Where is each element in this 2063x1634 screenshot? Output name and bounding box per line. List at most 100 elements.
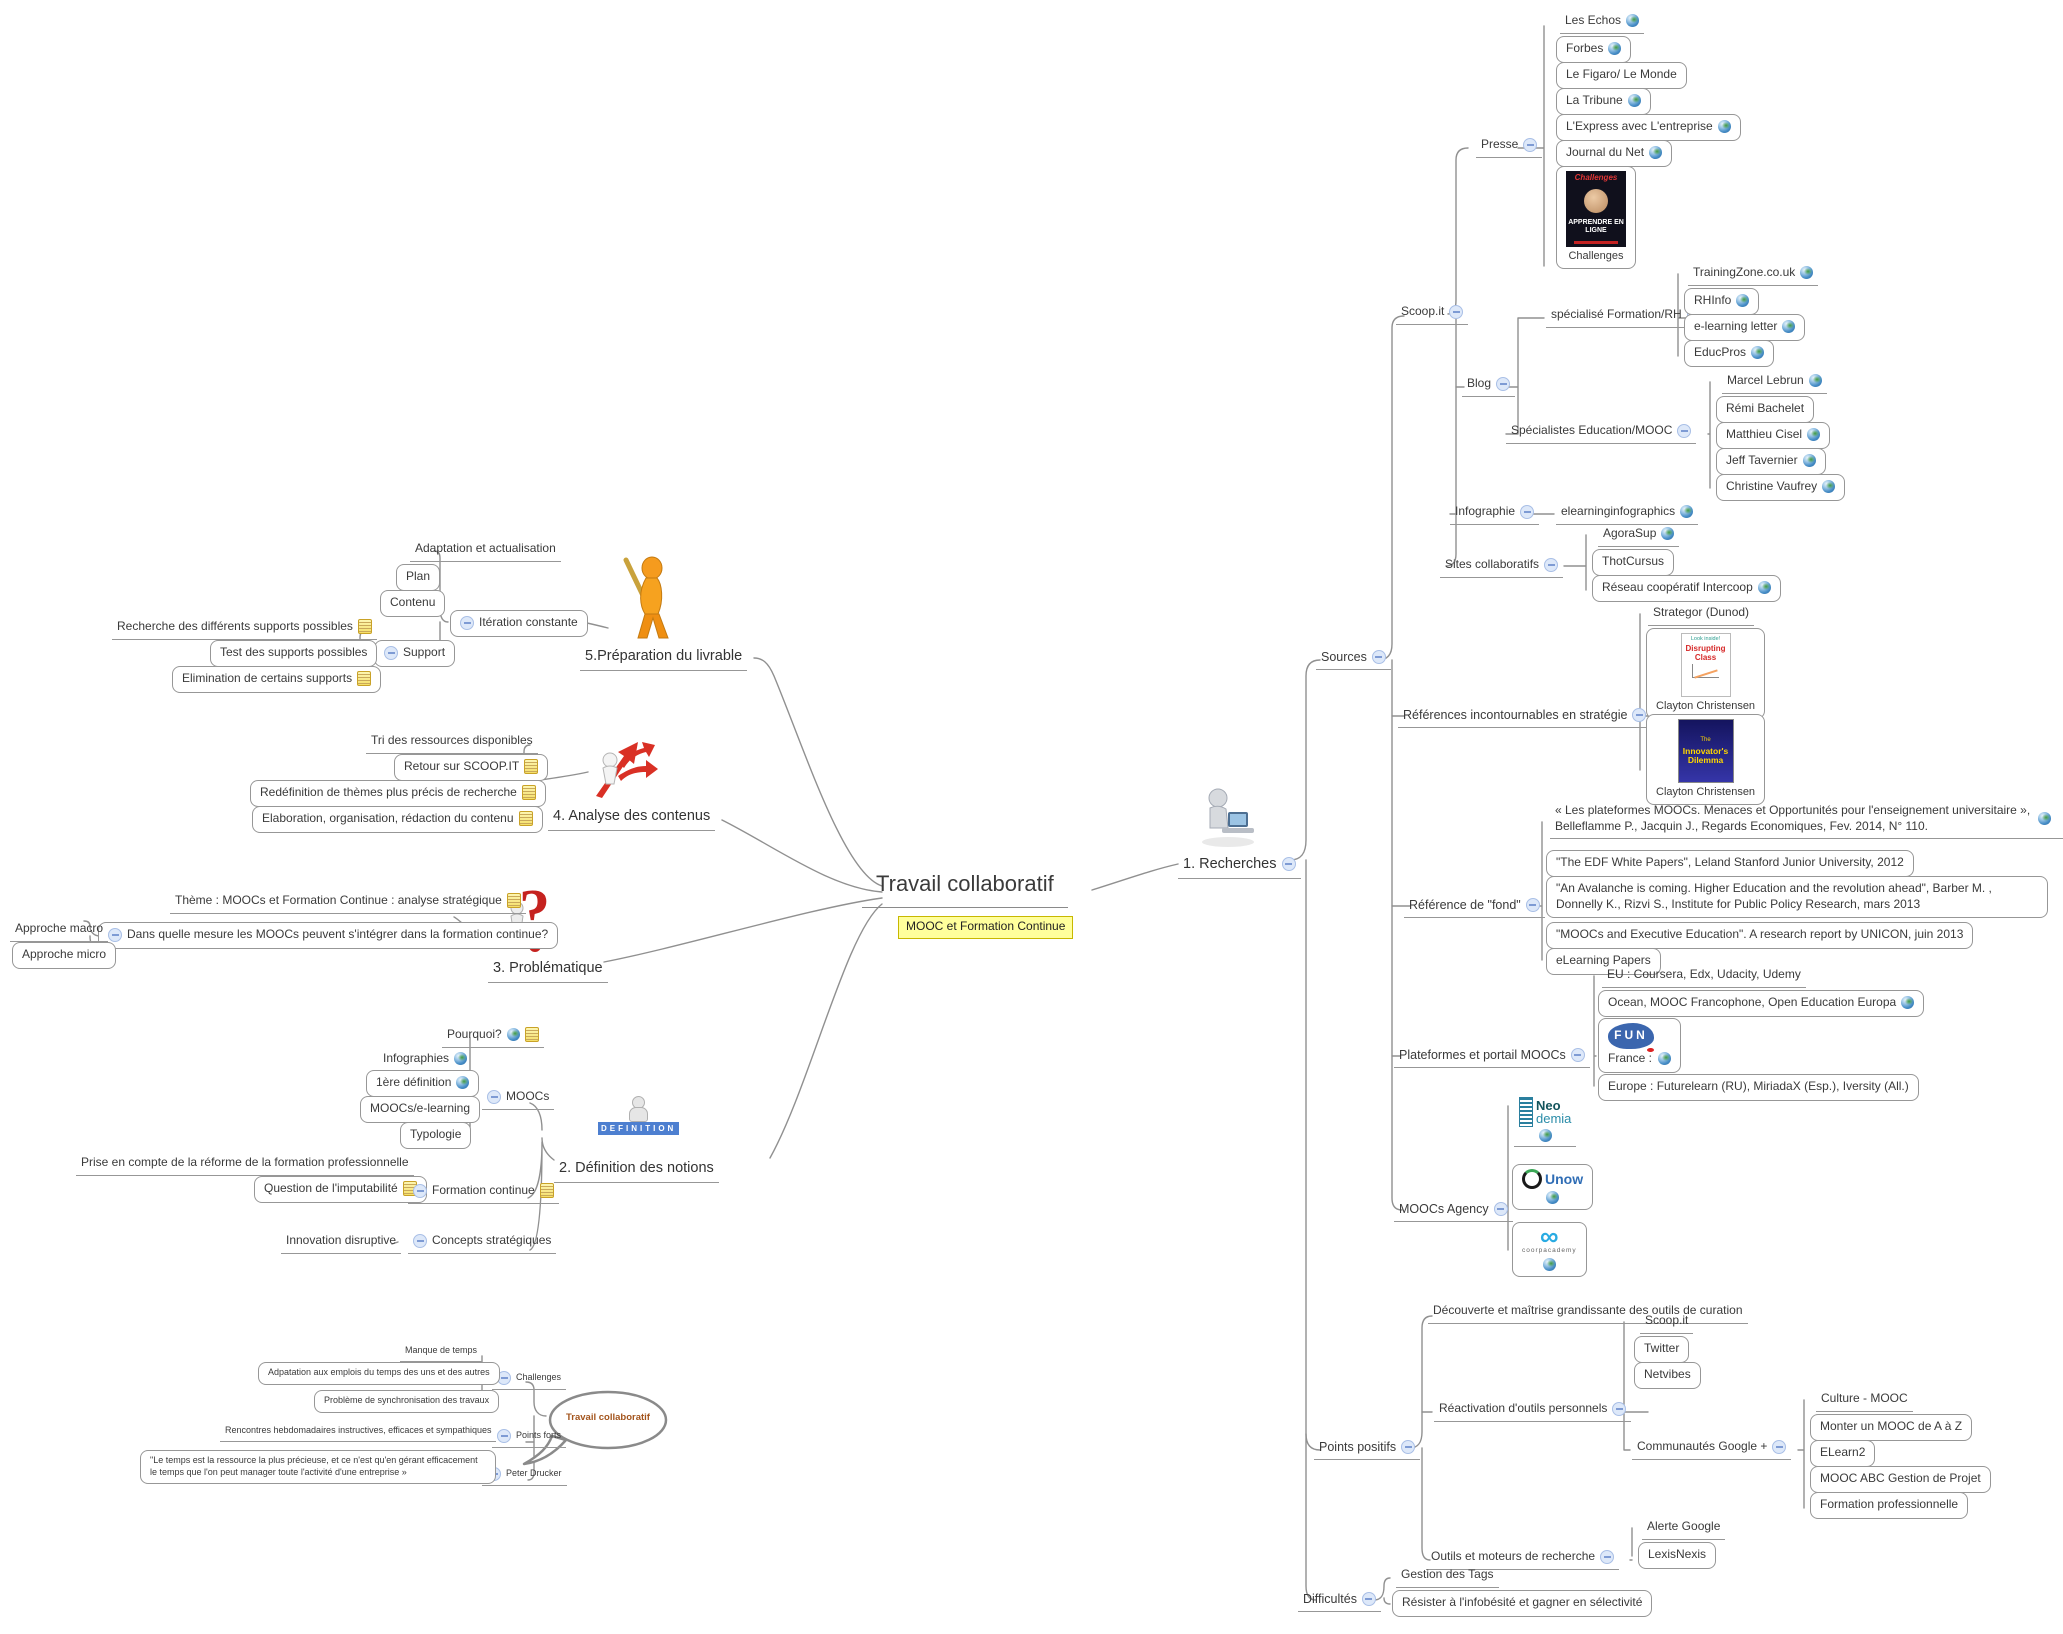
topic-tri-ressources[interactable]: Tri des ressources disponibles — [366, 730, 538, 754]
topic-preparation-livrable[interactable]: 5.Préparation du livrable — [580, 644, 748, 671]
collapse-icon[interactable] — [1525, 898, 1540, 913]
topic-elearninginfographics[interactable]: elearninginfographics — [1556, 501, 1699, 525]
topic-plateformes-france[interactable]: FUN France : — [1598, 1018, 1682, 1073]
topic-monter-un-mooc[interactable]: Monter un MOOC de A à Z — [1810, 1414, 1973, 1441]
note-icon[interactable] — [357, 671, 372, 687]
topic-plateformes-ocean[interactable]: Ocean, MOOC Francophone, Open Education … — [1598, 990, 1925, 1017]
topic-moocs[interactable]: MOOCs — [482, 1086, 555, 1110]
globe-icon[interactable] — [1661, 527, 1675, 541]
collapse-icon[interactable] — [497, 1429, 511, 1443]
topic-scoopit[interactable]: Scoop.it — [1396, 301, 1469, 325]
topic-alerte-google[interactable]: Alerte Google — [1642, 1516, 1726, 1540]
topic-lexisnexis[interactable]: LexisNexis — [1638, 1542, 1717, 1569]
topic-marcel-lebrun[interactable]: Marcel Lebrun — [1722, 370, 1827, 394]
topic-communautes-google[interactable]: Communautés Google + — [1632, 1436, 1792, 1460]
note-icon[interactable] — [357, 619, 372, 635]
topic-pourquoi[interactable]: Pourquoi? — [442, 1024, 544, 1048]
note-icon[interactable] — [524, 1027, 539, 1043]
topic-decouverte-curation[interactable]: Découverte et maîtrise grandissante des … — [1428, 1300, 1748, 1324]
collapse-icon[interactable] — [460, 615, 474, 630]
topic-outils-moteurs[interactable]: Outils et moteurs de recherche — [1426, 1546, 1620, 1570]
topic-definition-notions[interactable]: 2. Définition des notions — [554, 1156, 719, 1183]
collapse-icon[interactable] — [1523, 137, 1538, 152]
topic-reactivation-outils[interactable]: Réactivation d'outils personnels — [1434, 1398, 1632, 1422]
note-icon[interactable] — [506, 893, 521, 909]
topic-approche-micro[interactable]: Approche micro — [12, 942, 117, 969]
globe-icon[interactable] — [1807, 428, 1821, 442]
collapse-icon[interactable] — [1632, 708, 1647, 723]
topic-elearn2[interactable]: ELearn2 — [1810, 1440, 1876, 1467]
topic-trainingzone[interactable]: TrainingZone.co.uk — [1688, 262, 1819, 286]
topic-difficultes[interactable]: Difficultés — [1298, 1588, 1381, 1613]
topic-recherches[interactable]: 1. Recherches — [1178, 852, 1301, 879]
globe-icon[interactable] — [1802, 454, 1816, 468]
topic-plan[interactable]: Plan — [396, 564, 441, 591]
collapse-icon[interactable] — [1600, 1549, 1615, 1564]
topic-formation-continue[interactable]: Formation continue — [408, 1180, 559, 1204]
topic-retour-scoopit[interactable]: Retour sur SCOOP.IT — [394, 754, 549, 781]
topic-disrupting-class[interactable]: Look inside! Disrupting Class Clayton Ch… — [1646, 628, 1766, 720]
globe-icon[interactable] — [1800, 266, 1814, 280]
topic-remi-bachelet[interactable]: Rémi Bachelet — [1716, 396, 1815, 423]
topic-agorasup[interactable]: AgoraSup — [1598, 523, 1680, 547]
collapse-icon[interactable] — [1772, 1439, 1787, 1454]
topic-travail-collaboratif-bulle[interactable]: Travail collaboratif — [566, 1412, 650, 1423]
topic-elearning-letter[interactable]: e-learning letter — [1684, 314, 1806, 341]
topic-innovation-disruptive[interactable]: Innovation disruptive — [281, 1230, 402, 1254]
globe-icon[interactable] — [456, 1076, 470, 1090]
topic-moocs-agency[interactable]: MOOCs Agency — [1394, 1198, 1513, 1223]
topic-twitter[interactable]: Twitter — [1634, 1336, 1690, 1363]
topic-la-tribune[interactable]: La Tribune — [1556, 88, 1651, 115]
topic-adpatation-emplois-temps[interactable]: Adpatation aux emplois du temps des uns … — [258, 1362, 500, 1385]
globe-icon[interactable] — [1627, 94, 1641, 108]
globe-icon[interactable] — [1658, 1052, 1672, 1066]
topic-gestion-tags[interactable]: Gestion des Tags — [1396, 1564, 1499, 1588]
topic-approche-macro[interactable]: Approche macro — [10, 918, 109, 942]
globe-icon[interactable] — [1649, 146, 1663, 160]
topic-lexpress[interactable]: L'Express avec L'entreprise — [1556, 114, 1741, 141]
topic-sites-collaboratifs[interactable]: Sites collaboratifs — [1440, 554, 1564, 578]
topic-support[interactable]: Support — [374, 640, 456, 667]
topic-challenges-magazine[interactable]: Challenges APPRENDRE EN LIGNE Challenges — [1556, 166, 1636, 270]
topic-typologie[interactable]: Typologie — [400, 1122, 472, 1149]
globe-icon[interactable] — [1680, 505, 1694, 519]
collapse-icon[interactable] — [1371, 650, 1386, 665]
topic-citation-edf[interactable]: "The EDF White Papers", Leland Stanford … — [1546, 850, 1914, 877]
collapse-icon[interactable] — [413, 1233, 427, 1248]
collapse-icon[interactable] — [1612, 1401, 1627, 1416]
topic-reference-de-fond[interactable]: Référence de "fond" — [1404, 894, 1545, 919]
topic-iteration-constante[interactable]: Itération constante — [450, 610, 588, 637]
globe-icon[interactable] — [1736, 294, 1750, 308]
topic-jeff-tavernier[interactable]: Jeff Tavernier — [1716, 448, 1826, 475]
topic-figaro-monde[interactable]: Le Figaro/ Le Monde — [1556, 62, 1687, 89]
note-icon[interactable] — [524, 759, 539, 775]
collapse-icon[interactable] — [384, 645, 398, 660]
topic-forbes[interactable]: Forbes — [1556, 36, 1632, 63]
topic-presse[interactable]: Presse — [1476, 134, 1543, 158]
topic-citation-unicon[interactable]: "MOOCs and Executive Education". A resea… — [1546, 922, 1974, 949]
topic-contenu[interactable]: Contenu — [380, 590, 446, 617]
topic-reseau-intercoop[interactable]: Réseau coopératif Intercoop — [1592, 575, 1781, 602]
topic-sources[interactable]: Sources — [1316, 646, 1391, 671]
topic-bulle-challenges[interactable]: Challenges — [492, 1368, 567, 1390]
topic-les-echos[interactable]: Les Echos — [1560, 10, 1645, 34]
topic-references-strategie[interactable]: Références incontournables en stratégie — [1398, 704, 1652, 729]
topic-mooc-abc-gestion[interactable]: MOOC ABC Gestion de Projet — [1810, 1466, 1991, 1493]
globe-icon[interactable] — [1782, 320, 1796, 334]
topic-unow[interactable]: Unow — [1512, 1164, 1594, 1210]
globe-icon[interactable] — [1546, 1191, 1560, 1204]
globe-icon[interactable] — [454, 1052, 468, 1066]
topic-premiere-definition[interactable]: 1ère définition — [366, 1070, 480, 1097]
topic-manque-de-temps[interactable]: Manque de temps — [400, 1342, 483, 1362]
topic-coorpacademy[interactable]: ∞ coorpacademy — [1512, 1222, 1587, 1277]
globe-icon[interactable] — [1538, 1129, 1552, 1142]
central-topic-tag[interactable]: MOOC et Formation Continue — [898, 916, 1074, 939]
topic-blog[interactable]: Blog — [1462, 373, 1516, 397]
topic-question-centrale[interactable]: Dans quelle mesure les MOOCs peuvent s'i… — [98, 922, 559, 949]
topic-culture-mooc[interactable]: Culture - MOOC — [1816, 1388, 1913, 1412]
globe-icon[interactable] — [1751, 346, 1765, 360]
topic-plateformes-europe[interactable]: Europe : Futurelearn (RU), MiriadaX (Esp… — [1598, 1074, 1919, 1101]
collapse-icon[interactable] — [108, 927, 122, 942]
collapse-icon[interactable] — [1544, 557, 1559, 572]
collapse-icon[interactable] — [1496, 376, 1511, 391]
